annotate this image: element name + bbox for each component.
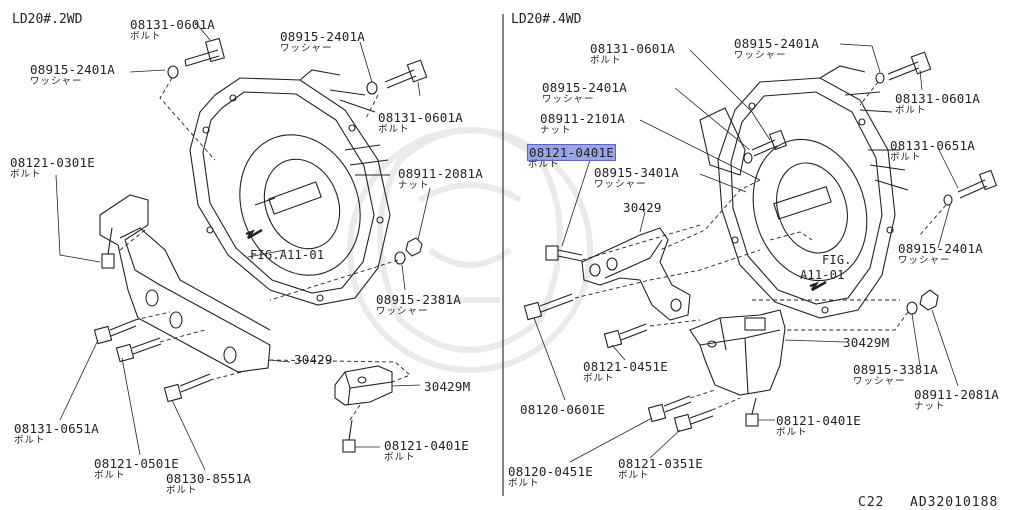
washer-08915-2401a-left (167, 65, 179, 79)
washer-08915-2401a-r-mid (743, 152, 753, 164)
bolt-08130-8551a (163, 373, 212, 403)
bolt-08131-0601a-r-mid (751, 129, 788, 157)
part-label[interactable]: 30429M (843, 335, 890, 350)
bolt-08131-0601a-right (384, 59, 428, 89)
nut-08911-2081a (405, 237, 423, 257)
washer-08915-2401a-right (366, 81, 378, 95)
bellhousing-right (699, 65, 909, 319)
bolt-08121-0451e (603, 323, 648, 349)
washer-08915-3381a (906, 301, 918, 315)
fig-ref-right-line1: FIG. (822, 253, 852, 267)
bolt-08131-0651a (93, 319, 137, 345)
dashed-lines-left (119, 77, 411, 421)
leaders-right (533, 43, 959, 463)
dashed-lines-right (574, 81, 947, 411)
part-label[interactable]: 30429 (294, 352, 333, 367)
footer-diagram-id: AD32010188 (910, 495, 999, 510)
bolt-08121-0401e-r (545, 245, 583, 262)
bolt-08120-0451e (647, 395, 692, 423)
footer-page-code: C22 (858, 495, 885, 510)
fig-arrow-right (809, 280, 827, 292)
bolt-08121-0501e (115, 337, 162, 363)
watermark (347, 127, 593, 373)
bolt-08121-0301e (101, 227, 115, 269)
mount-30429m-left (334, 365, 393, 406)
washer-08915-2401a-r-low (943, 194, 953, 206)
bolt-08131-0651a-r (957, 169, 998, 199)
bolt-08121-0401e-left (342, 419, 356, 453)
bellhousing-left (189, 69, 391, 306)
bolt-08121-0401e-r-low (745, 397, 759, 427)
part-label[interactable]: 08120-0601E (520, 402, 605, 417)
bolt-08131-0601a-r-top (887, 51, 932, 81)
leaders-left (55, 21, 431, 471)
nut-08911-2081a-r (919, 289, 939, 311)
bolt-08121-0351e (673, 409, 714, 433)
fig-ref-right-line2: A11-01 (800, 268, 845, 282)
fig-ref-left: FIG.A11-01 (250, 248, 325, 262)
title-right: LD20#.4WD (511, 12, 582, 27)
washer-08915-2401a-r-top (875, 72, 885, 84)
part-label[interactable]: 30429M (424, 379, 471, 394)
mount-30429m-right (689, 309, 786, 396)
washer-08915-2381a (394, 251, 406, 265)
title-left: LD20#.2WD (12, 12, 83, 27)
part-label[interactable]: 30429 (623, 200, 662, 215)
bracket-30429-right (581, 227, 691, 321)
bolt-08131-0601a-top (184, 37, 226, 67)
bracket-30429-left (99, 194, 271, 373)
fig-arrow-left (245, 228, 263, 240)
bolt-08120-0601e (523, 293, 574, 321)
